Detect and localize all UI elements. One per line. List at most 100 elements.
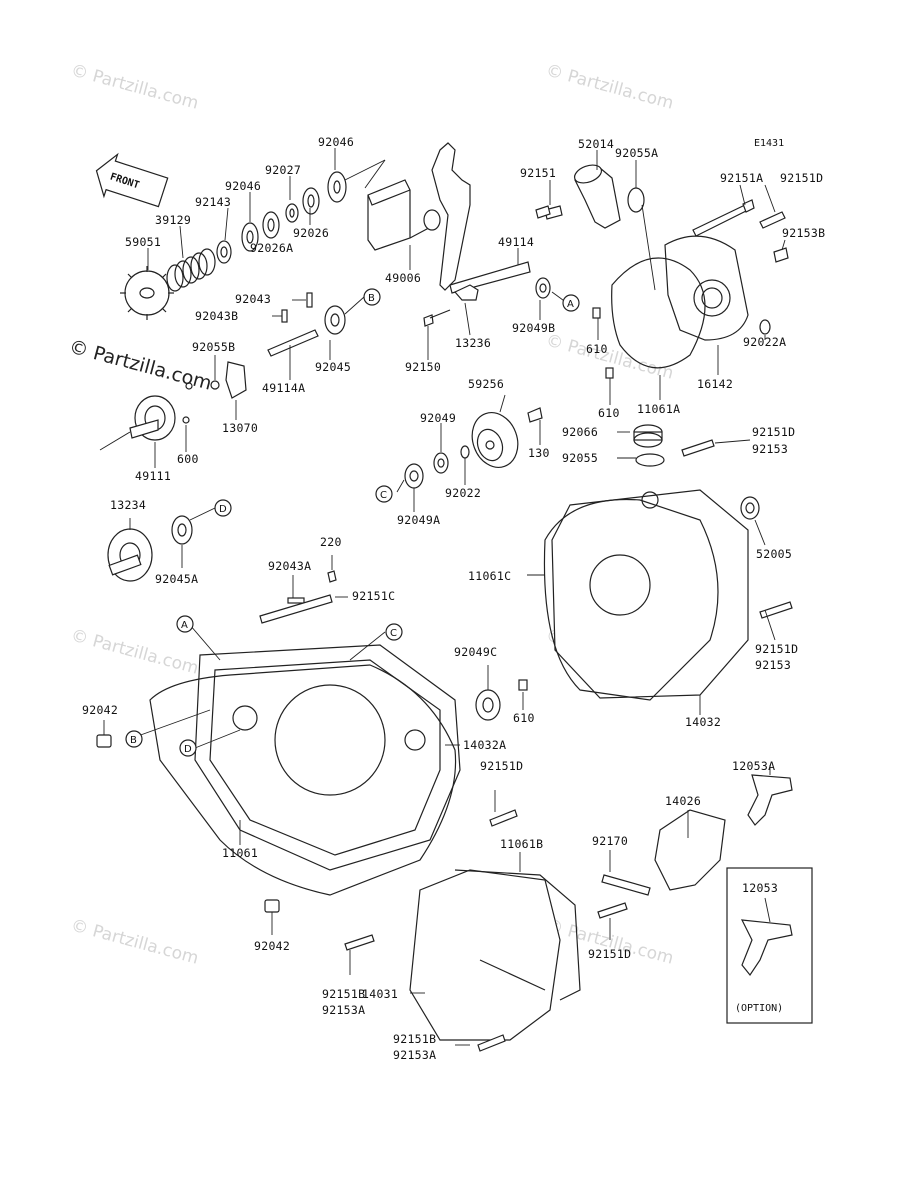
part-label: 92153A — [393, 1048, 436, 1062]
watermark: © Partzilla.com — [544, 61, 676, 114]
part-label: 600 — [177, 452, 199, 466]
o-ring-92055A-icon — [627, 187, 645, 213]
gear-13234-icon — [107, 528, 153, 582]
dot-600-icon — [182, 416, 190, 424]
part-label: 92153A — [322, 1003, 365, 1017]
part-label: 610 — [513, 711, 535, 725]
washer-92022-icon — [460, 445, 470, 459]
callout-B — [363, 288, 381, 306]
part-label: 14026 — [665, 794, 701, 808]
part-label: 49006 — [385, 271, 421, 285]
part-label: 92042 — [254, 939, 290, 953]
part-label: 92049C — [454, 645, 497, 659]
callout-circles: B A C D A C B D — [125, 288, 580, 757]
seal-92049C-icon — [475, 689, 501, 721]
part-label: 52014 — [578, 137, 614, 151]
part-label: 92042 — [82, 703, 118, 717]
part-label: 59256 — [468, 377, 504, 391]
part-label: 14032 — [685, 715, 721, 729]
part-label: 49114A — [262, 381, 305, 395]
part-label: 92151C — [352, 589, 395, 603]
watermark: © Partzilla.com — [69, 916, 201, 969]
bolt-92151D-icon — [597, 902, 628, 919]
part-label: 92151D — [480, 759, 523, 773]
shaft-49114A-icon — [267, 329, 319, 357]
part-label: 92046 — [225, 179, 261, 193]
part-label: 92151A — [720, 171, 763, 185]
dowel-610-icon — [518, 679, 528, 691]
part-label: 92151D — [588, 947, 631, 961]
callout-A-label: A — [181, 620, 188, 631]
part-label: 49111 — [135, 469, 171, 483]
part-label: 92045A — [155, 572, 198, 586]
screw-220-icon — [327, 570, 337, 583]
gasket-11061-icon — [149, 664, 457, 896]
callout-C-label: C — [390, 628, 397, 639]
part-label: 92022 — [445, 486, 481, 500]
part-label: 92049A — [397, 513, 440, 527]
dot-icon — [185, 382, 193, 390]
bolt-92153B-icon — [773, 247, 789, 263]
part-label: 92055A — [615, 146, 658, 160]
part-label: 92151B — [322, 987, 365, 1001]
o-ring-92055-icon — [635, 453, 665, 467]
part-label: 13070 — [222, 421, 258, 435]
washer-stack-icon — [216, 171, 347, 264]
bearing-92045A-icon — [171, 515, 193, 545]
part-label: 92026 — [293, 226, 329, 240]
bolt-92151-icon — [535, 205, 551, 219]
bolt-92151D-icon — [759, 211, 786, 229]
generator-cover-14031-icon — [409, 869, 561, 1041]
pin-92043-icon — [306, 292, 313, 308]
part-label: 92151D — [780, 171, 823, 185]
seal-92049-icon — [433, 452, 449, 474]
part-label: 11061 — [222, 846, 258, 860]
callout-B — [125, 730, 143, 748]
part-label: 92170 — [592, 834, 628, 848]
part-label: 11061B — [500, 837, 543, 851]
callout-D — [214, 499, 232, 517]
bearing-92045-icon — [324, 305, 346, 335]
front-arrow-icon: FRONT — [95, 152, 169, 208]
gasket-11061B-icon — [454, 869, 581, 1001]
pin-92043B-icon — [281, 309, 288, 323]
part-label: 92153B — [782, 226, 825, 240]
part-label: 92043A — [268, 559, 311, 573]
bolt-92150-icon — [423, 309, 451, 327]
part-label: 59051 — [125, 235, 161, 249]
part-label: 39129 — [155, 213, 191, 227]
part-labels: 92046 92027 92046 92143 39129 59051 9202… — [82, 135, 825, 1062]
gasket-11061A-icon — [611, 257, 706, 369]
part-label: 12053 — [742, 881, 778, 895]
dowel-610-icon — [592, 307, 601, 319]
bolt-92151A-icon — [692, 199, 755, 237]
part-label: 92151D — [752, 425, 795, 439]
part-label: 92046 — [318, 135, 354, 149]
callout-D-label: D — [219, 504, 227, 515]
callout-A-label: A — [567, 299, 574, 310]
part-label: 11061A — [637, 402, 680, 416]
dowel-92042-icon — [96, 734, 112, 748]
part-label: 92022A — [743, 335, 786, 349]
callout-C-label: C — [380, 490, 387, 501]
dowel-92042-icon — [264, 899, 280, 913]
part-label: 13236 — [455, 336, 491, 350]
bolt-92151D-icon — [681, 439, 715, 457]
seal-92049B-icon — [535, 277, 551, 299]
part-label: 92043 — [235, 292, 271, 306]
part-label: 92049B — [512, 321, 555, 335]
part-label: 11061C — [468, 569, 511, 583]
option-box — [726, 867, 813, 1024]
part-label: 92153 — [752, 442, 788, 456]
seal-52005-icon — [740, 496, 760, 520]
lever-arm-icon — [431, 142, 531, 294]
part-label: 92150 — [405, 360, 441, 374]
part-label: 92049 — [420, 411, 456, 425]
part-label: 92027 — [265, 163, 301, 177]
part-label: 92151B — [393, 1032, 436, 1046]
part-label: 49114 — [498, 235, 534, 249]
plate-92170-icon — [601, 874, 651, 896]
part-label: 92151D — [755, 642, 798, 656]
part-label: 610 — [598, 406, 620, 420]
part-label: 92026A — [250, 241, 293, 255]
